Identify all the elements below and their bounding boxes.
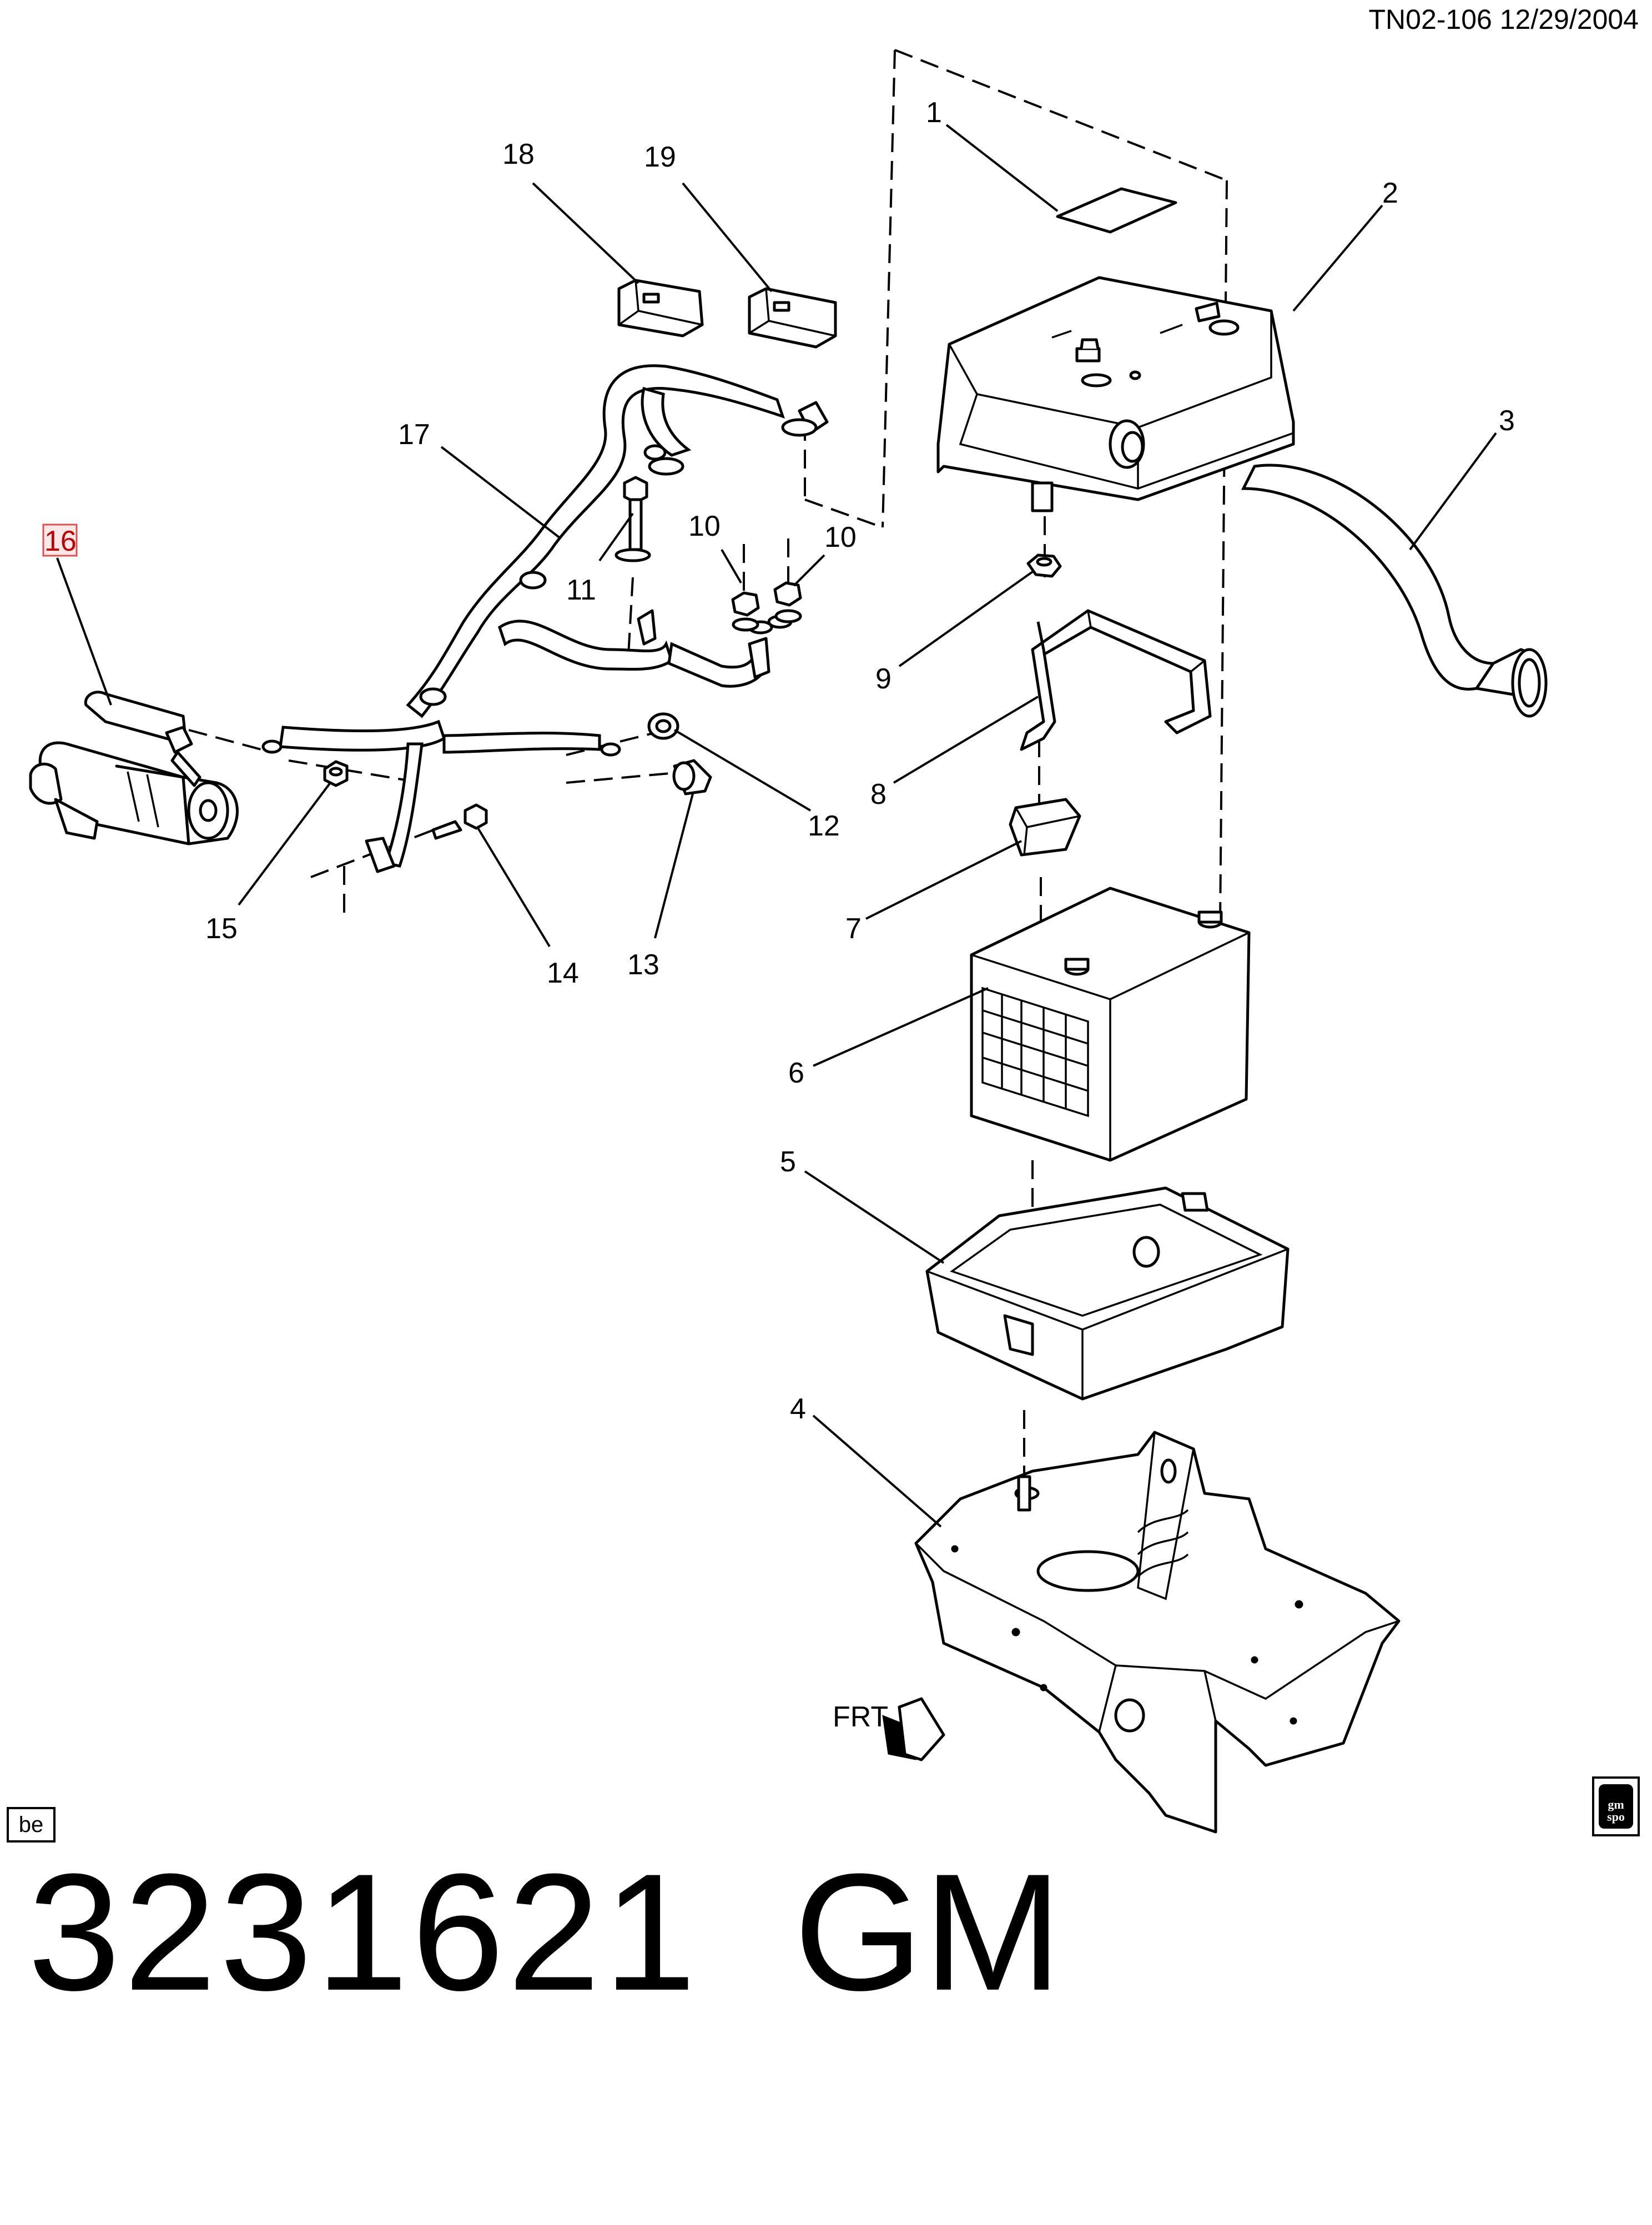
front-direction-arrow: FRT [833, 1697, 945, 1761]
callout-15: 15 [205, 913, 238, 945]
callout-13: 13 [627, 949, 659, 981]
grommet [647, 712, 679, 740]
callout-17: 17 [398, 419, 430, 451]
callout-18: 18 [502, 138, 535, 170]
document-id: TN02-106 12/29/2004 [1368, 4, 1639, 35]
callout-1: 1 [926, 97, 942, 129]
terminal-nut-right [773, 581, 802, 623]
callout-10-right: 10 [824, 521, 857, 553]
callout-4: 4 [790, 1393, 806, 1425]
callout-10-left: 10 [688, 510, 721, 542]
leader-lines [56, 124, 1497, 1528]
gm-spo-logo-mark [1599, 1784, 1633, 1829]
bolt-14 [431, 803, 488, 840]
battery-grid [981, 986, 1089, 1117]
battery [970, 887, 1251, 1162]
starter-motor [29, 691, 239, 845]
terminal-nut-left [731, 591, 760, 632]
starter-nut [323, 760, 349, 787]
bolt-11 [615, 476, 651, 562]
vent-tube [1241, 464, 1548, 718]
callout-16-highlight [42, 523, 78, 557]
terminal-insulator [1009, 798, 1081, 857]
hold-down-bracket [1020, 609, 1212, 751]
label-pad [1056, 187, 1177, 234]
callout-7: 7 [845, 913, 862, 945]
battery-tray [925, 1186, 1290, 1401]
positive-terminal-boot [617, 279, 704, 338]
callout-12: 12 [808, 810, 840, 842]
tray-support [914, 1431, 1401, 1834]
callout-6: 6 [788, 1057, 804, 1089]
negative-terminal-boot [748, 287, 837, 349]
callout-11: 11 [566, 574, 596, 606]
callout-2: 2 [1382, 177, 1398, 209]
hex-nut [1026, 553, 1062, 578]
catalog-number: 3231621 [28, 1839, 699, 2025]
callout-5: 5 [780, 1146, 796, 1178]
callout-16: 16 [44, 525, 77, 557]
callout-8: 8 [870, 778, 887, 811]
callout-3: 3 [1499, 405, 1515, 437]
front-arrow-label: FRT [833, 1701, 888, 1733]
callout-labels: 1 2 3 4 5 6 7 8 9 10 10 11 12 13 14 15 1… [42, 97, 1515, 1425]
callout-14: 14 [547, 957, 579, 989]
callout-19: 19 [644, 141, 676, 173]
be-badge: be [7, 1807, 56, 1843]
battery-cover [936, 276, 1295, 512]
starter-boot [672, 759, 712, 796]
callout-9: 9 [875, 663, 892, 695]
brand-name: GM [794, 1839, 1062, 2025]
